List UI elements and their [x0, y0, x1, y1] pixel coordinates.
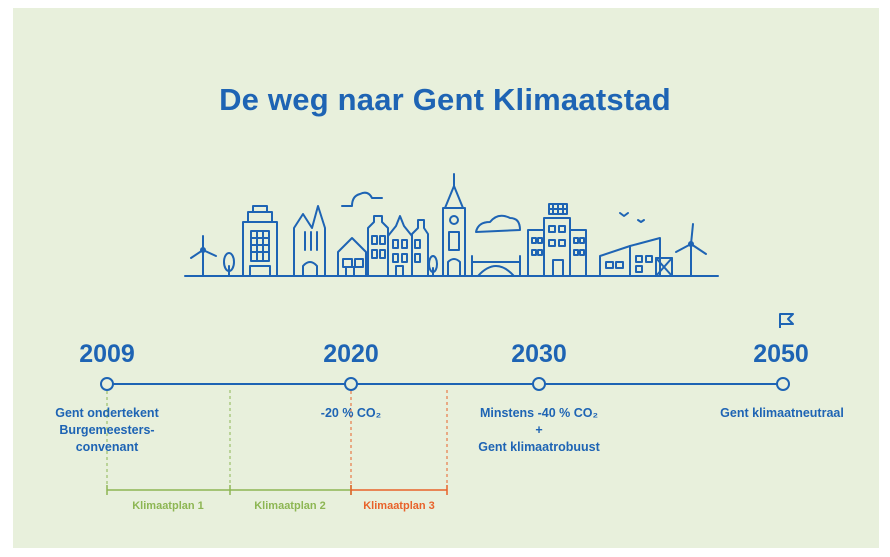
- plan-guide-lines: [106, 390, 231, 490]
- milestone-year: 2050: [753, 340, 809, 368]
- milestone-label: -20 % CO₂: [320, 406, 382, 420]
- house-icon: [337, 237, 367, 277]
- plan-bracket: [106, 485, 231, 495]
- plan-label: Klimaatplan 3: [363, 500, 435, 512]
- milestone-label: Gent klimaatneutraal: [720, 406, 844, 420]
- milestone-label: Minstens -40 % CO₂ + Gent klimaatrobuust: [478, 406, 600, 454]
- page-title: De weg naar Gent Klimaatstad: [219, 82, 671, 117]
- gothic-building-icon: [293, 205, 339, 277]
- milestone-marker: [776, 377, 790, 391]
- plan-bracket: [230, 485, 352, 495]
- wind-turbine-icon: [190, 235, 217, 277]
- cloud-icon: [341, 191, 383, 207]
- office-building-icon: [527, 203, 587, 277]
- plan-label: Klimaatplan 1: [132, 500, 204, 512]
- plan-bracket: [350, 485, 448, 495]
- milestone-year: 2009: [79, 340, 135, 368]
- plan-guide-lines: [350, 390, 448, 490]
- flag-icon: [779, 313, 794, 328]
- milestone-label: Gent ondertekent Burgemeesters- convenan…: [55, 406, 159, 454]
- milestone-marker: [100, 377, 114, 391]
- bird-icon: [637, 219, 645, 223]
- milestone-year: 2030: [511, 340, 567, 368]
- plan-label: Klimaatplan 2: [254, 500, 326, 512]
- bridge-icon: [471, 255, 521, 277]
- cloud-icon: [475, 214, 521, 233]
- tree-icon: [428, 255, 438, 277]
- milestone-marker: [532, 377, 546, 391]
- milestone-year: 2020: [323, 340, 379, 368]
- bird-icon: [619, 212, 629, 217]
- background-panel: [13, 8, 879, 548]
- tree-icon: [223, 252, 235, 277]
- church-tower-icon: [442, 173, 466, 277]
- factory-building-icon: [599, 237, 673, 277]
- milestone-marker: [344, 377, 358, 391]
- gabled-houses-icon: [367, 215, 429, 277]
- wind-turbine-icon: [675, 223, 707, 277]
- tower-building-icon: [242, 205, 278, 277]
